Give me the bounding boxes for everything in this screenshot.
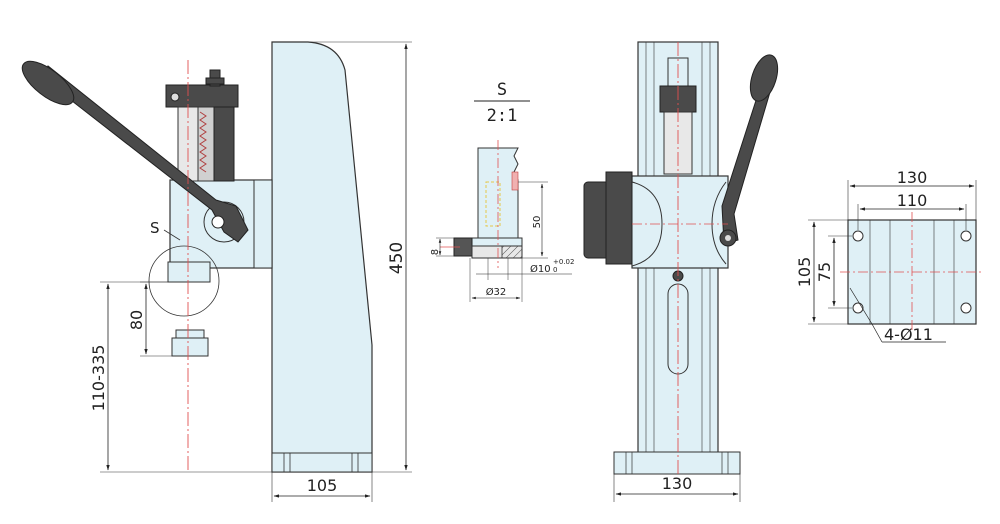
side-base [271,452,373,473]
detail-dim-dia32: Ø32 [486,286,507,298]
plate-dim-hole-spacing-x: 110 [897,191,928,210]
side-view: S 450 105 110-335 80 [21,41,412,502]
detail-dim-50: 50 [532,216,543,229]
side-body [271,41,373,473]
detail-s: S 2:1 50 8 Ø10 +0.02 0 Ø32 [430,80,574,302]
detail-dim-tol-upper: +0.02 [553,258,574,266]
front-view: 130 [583,41,779,502]
base-hole [852,302,864,314]
dim-stroke-label: 80 [127,310,146,330]
base-hole [852,230,864,242]
plate-dim-hole-spacing-y: 75 [815,262,834,282]
dim-width-label: 105 [307,476,338,495]
detail-dim-dia10: Ø10 [530,263,551,275]
base-plate-view: 130 110 105 75 4-Ø11 [795,168,984,344]
front-dim-width-label: 130 [662,474,693,493]
detail-dim-8: 8 [430,249,441,255]
front-base [613,451,741,475]
callout-s-label: S [150,219,160,237]
detail-scale: 2:1 [487,106,518,126]
base-hole [960,230,972,242]
base-hole [960,302,972,314]
dim-height-label: 450 [387,242,407,274]
plate-dim-outer-height: 105 [795,257,814,288]
plate-dim-outer-width: 130 [897,168,928,187]
detail-label: S [497,80,507,100]
dim-range-label: 110-335 [89,345,108,412]
plate-dim-holes: 4-Ø11 [884,325,933,344]
detail-dim-tol-lower: 0 [553,266,557,274]
front-handle [721,87,771,245]
side-handle-grip [21,60,75,106]
